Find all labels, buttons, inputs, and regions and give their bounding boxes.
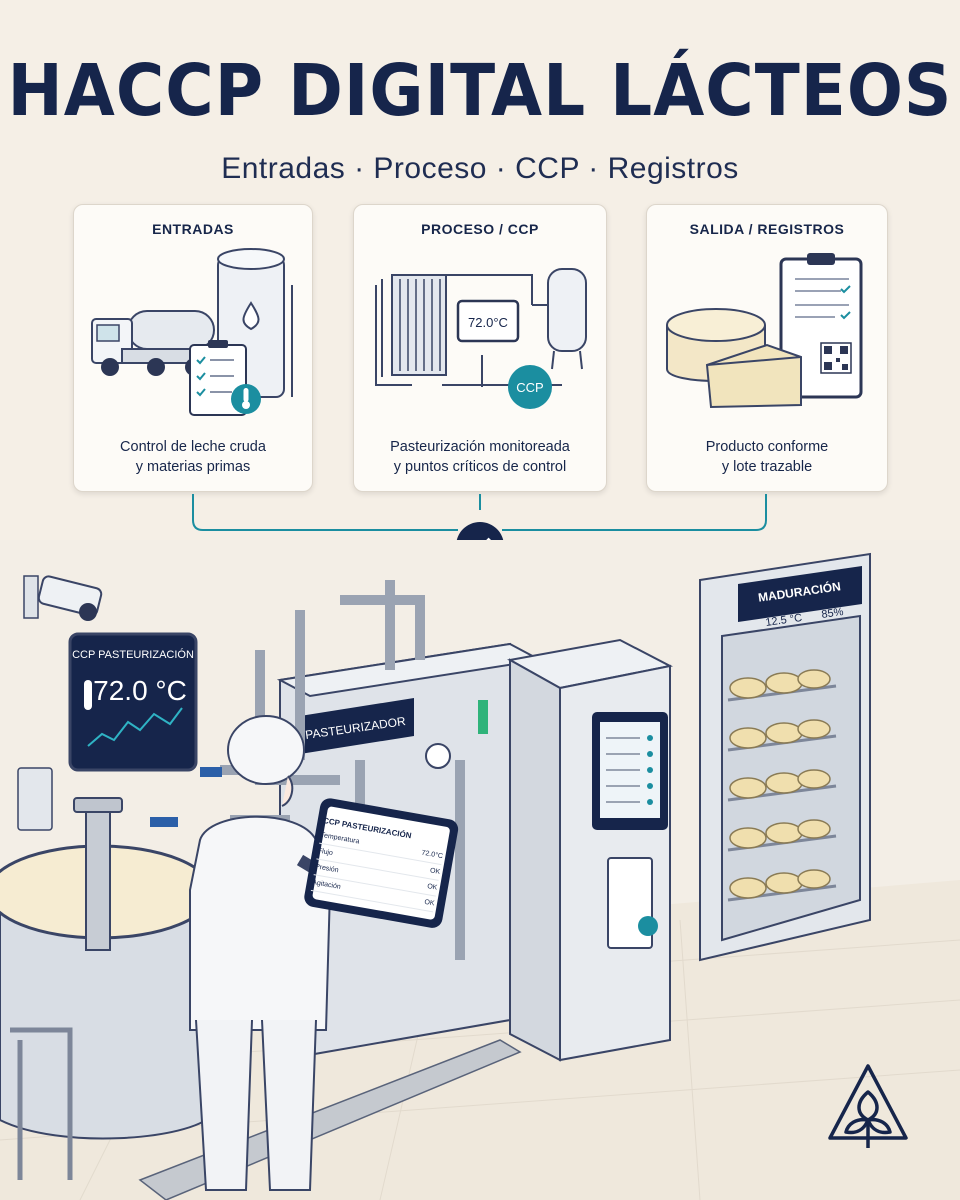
security-camera-icon <box>23 575 103 621</box>
factory-scene: CCP PASTEURIZACIÓN 72.0 °C PASTEURIZADOR <box>0 540 960 1200</box>
tablet-row-label: Flujo <box>317 847 334 858</box>
maturation-room <box>699 552 871 962</box>
cheese-vat-icon <box>0 797 214 1180</box>
thermometer-badge-icon <box>231 384 261 414</box>
holding-tank-icon <box>532 268 587 370</box>
cheese-and-record-illustration <box>666 253 863 409</box>
pressure-gauge-icon <box>425 743 451 769</box>
wall-display-label: CCP PASTEURIZACIÓN <box>72 648 194 661</box>
card-salida-heading: SALIDA / REGISTROS <box>689 221 845 237</box>
control-cabinet <box>507 638 673 1062</box>
operator-tablet <box>304 798 459 928</box>
card-proceso: PROCESO / CCP 72.0°C CCP Pasteu <box>353 204 607 492</box>
brand-logo-icon <box>828 1064 908 1148</box>
card-entradas: ENTRADAS <box>73 204 313 492</box>
page-subtitle: Entradas · Proceso · CCP · Registros <box>221 152 739 185</box>
cheese-wedge-icon <box>705 343 802 409</box>
ccp-badge-label: CCP <box>516 380 543 395</box>
heat-exchanger-icon <box>391 274 447 376</box>
card-salida-description: Producto conforme y lote trazable <box>705 439 829 475</box>
card-salida: SALIDA / REGISTROS Producto conforme y l… <box>646 204 888 492</box>
card-entradas-heading: ENTRADAS <box>152 221 234 237</box>
page-title: HACCP DIGITAL LÁCTEOS <box>7 48 953 133</box>
wall-control-box <box>17 767 53 831</box>
cheese-wheel-icon <box>666 308 766 382</box>
thermometer-icon <box>84 680 92 710</box>
pasteurizer-illustration: 72.0°C CCP <box>375 268 587 409</box>
temperature-display <box>456 299 520 343</box>
qr-code-icon <box>820 342 852 374</box>
card-proceso-description: Pasteurización monitoreada y puntos crít… <box>390 439 570 475</box>
tanker-truck-icon <box>91 310 219 376</box>
milk-tanker-illustration <box>91 248 293 416</box>
temperature-display-value: 72.0°C <box>468 315 508 330</box>
wall-display-temp: 72.0 °C <box>93 675 187 706</box>
maturation-temp: 12.5 °C <box>765 612 803 629</box>
wall-temperature-display <box>68 632 198 772</box>
card-proceso-heading: PROCESO / CCP <box>421 221 539 237</box>
status-light-icon <box>478 700 488 734</box>
ccp-badge <box>508 365 552 409</box>
card-entradas-description: Control de leche cruda y materias primas <box>120 439 266 475</box>
maturation-humidity: 85% <box>821 606 845 621</box>
